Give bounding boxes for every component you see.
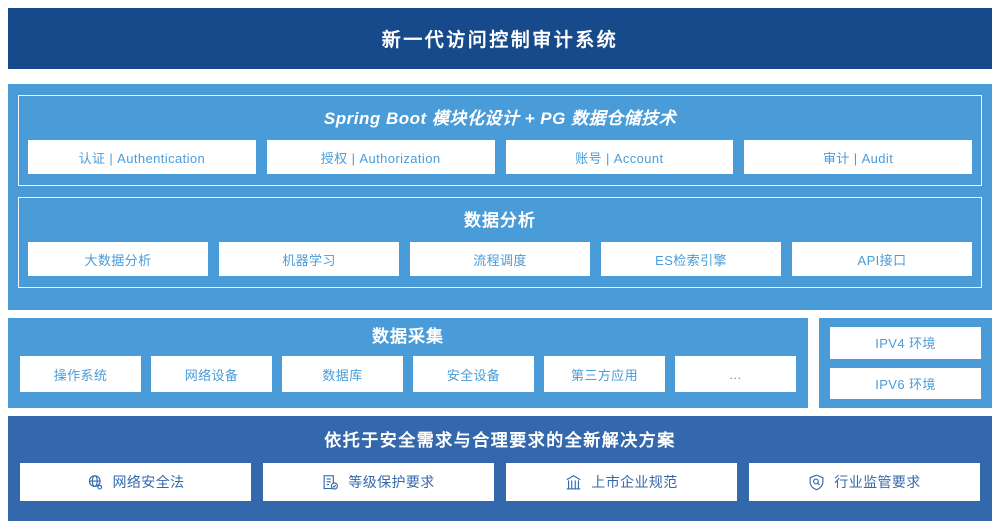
spring-boot-title: Spring Boot 模块化设计 + PG 数据仓储技术 [323, 109, 677, 128]
solution-title: 依托于安全需求与合理要求的全新解决方案 [324, 431, 676, 450]
shield-search-icon [808, 474, 825, 491]
card-process-scheduling[interactable]: 流程调度 [410, 242, 590, 276]
globe-network-icon [87, 474, 104, 491]
card-more-ellipsis[interactable]: … [675, 356, 796, 392]
data-collection-row: 数据采集 操作系统 网络设备 数据库 安全设备 第三方应用 … IPV4 环境 … [8, 318, 992, 408]
data-analysis-card-row: 大数据分析 机器学习 流程调度 ES检索引擎 API接口 [28, 242, 972, 276]
data-collection-panel: 数据采集 操作系统 网络设备 数据库 安全设备 第三方应用 … [8, 318, 808, 408]
compliance-card-row: 网络安全法 等级保护要求 [20, 463, 980, 501]
card-ipv4-environment[interactable]: IPV4 环境 [830, 327, 981, 359]
page-header: 新一代访问控制审计系统 [8, 8, 992, 69]
card-third-party-app[interactable]: 第三方应用 [544, 356, 665, 392]
card-account[interactable]: 账号 | Account [505, 140, 734, 174]
data-collection-card-row: 操作系统 网络设备 数据库 安全设备 第三方应用 … [20, 356, 796, 392]
document-check-icon [322, 474, 339, 491]
spring-boot-card-row: 认证 | Authentication 授权 | Authorization 账… [28, 140, 972, 174]
card-authentication[interactable]: 认证 | Authentication [28, 140, 256, 174]
page-title: 新一代访问控制审计系统 [381, 30, 619, 51]
platform-panel: Spring Boot 模块化设计 + PG 数据仓储技术 认证 | Authe… [8, 84, 992, 310]
spring-boot-section: Spring Boot 模块化设计 + PG 数据仓储技术 认证 | Authe… [18, 95, 982, 186]
card-database[interactable]: 数据库 [282, 356, 403, 392]
card-es-search-engine[interactable]: ES检索引擎 [601, 242, 781, 276]
data-analysis-section: 数据分析 大数据分析 机器学习 流程调度 ES检索引擎 API接口 [18, 197, 982, 288]
environment-panel: IPV4 环境 IPV6 环境 [819, 318, 992, 408]
card-label: 上市企业规范 [591, 474, 678, 490]
data-analysis-title: 数据分析 [464, 211, 536, 230]
card-cybersecurity-law[interactable]: 网络安全法 [20, 463, 251, 501]
solution-panel: 依托于安全需求与合理要求的全新解决方案 网络安全法 [8, 416, 992, 521]
card-label: 等级保护要求 [348, 474, 435, 490]
card-network-device[interactable]: 网络设备 [151, 356, 272, 392]
card-classified-protection[interactable]: 等级保护要求 [263, 463, 494, 501]
card-big-data-analysis[interactable]: 大数据分析 [28, 242, 208, 276]
data-collection-title: 数据采集 [372, 327, 444, 346]
card-api-interface[interactable]: API接口 [792, 242, 972, 276]
card-listed-company-standard[interactable]: 上市企业规范 [506, 463, 737, 501]
card-industry-regulation[interactable]: 行业监管要求 [749, 463, 980, 501]
card-security-device[interactable]: 安全设备 [413, 356, 534, 392]
bank-building-icon [565, 474, 582, 491]
card-label: 网络安全法 [112, 474, 185, 490]
card-authorization[interactable]: 授权 | Authorization [266, 140, 495, 174]
card-audit[interactable]: 审计 | Audit [744, 140, 972, 174]
card-machine-learning[interactable]: 机器学习 [219, 242, 399, 276]
card-label: 行业监管要求 [834, 474, 921, 490]
card-ipv6-environment[interactable]: IPV6 环境 [830, 367, 981, 399]
card-operating-system[interactable]: 操作系统 [20, 356, 141, 392]
